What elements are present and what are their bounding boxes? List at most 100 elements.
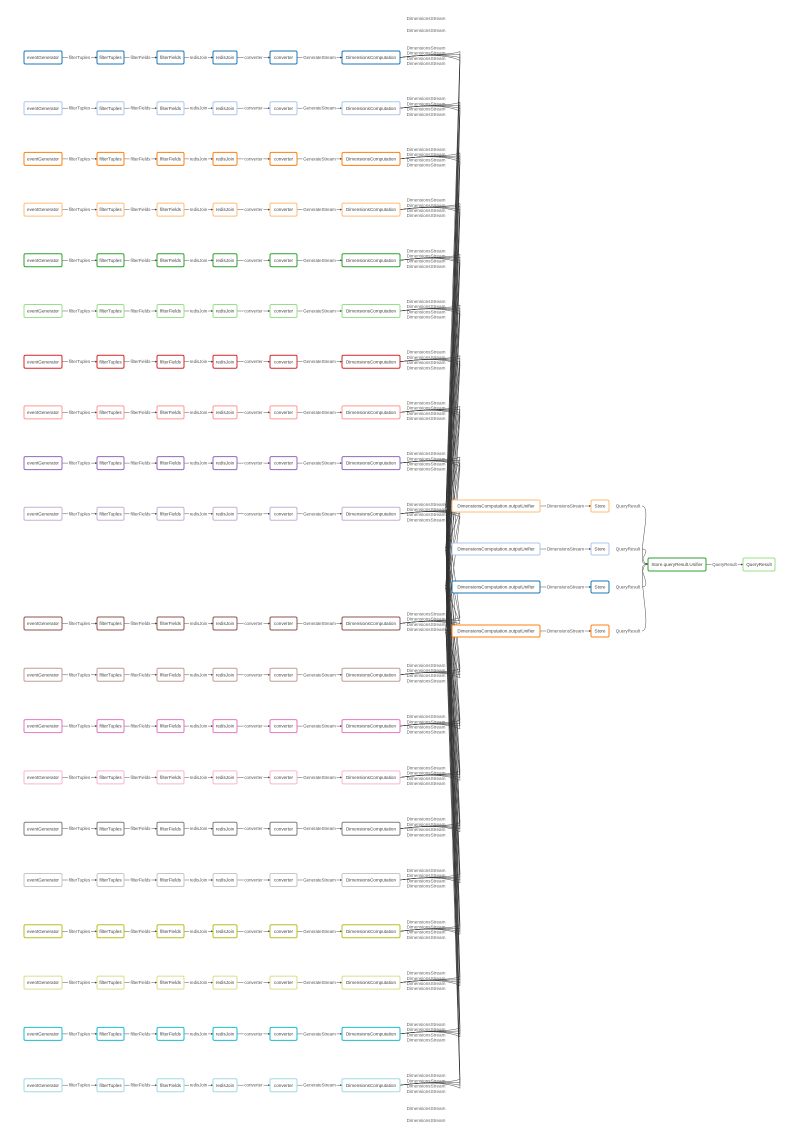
row10-node-0[interactable]: eventGenerator	[23, 506, 63, 521]
row11-node-2[interactable]: filterFields	[156, 616, 185, 631]
row17-node-5[interactable]: DimensionsComputation	[341, 924, 401, 939]
row6-node-1[interactable]: filterTuples	[96, 304, 125, 318]
row11-node-1[interactable]: filterTuples	[96, 616, 125, 631]
row10-node-1[interactable]: filterTuples	[96, 506, 125, 521]
row19-node-5[interactable]: DimensionsComputation	[341, 1026, 401, 1041]
row7-node-5[interactable]: DimensionsComputation	[341, 354, 401, 369]
row16-node-0[interactable]: eventGenerator	[23, 873, 63, 887]
row18-node-3[interactable]: redisJoin	[212, 975, 238, 990]
row8-node-5[interactable]: DimensionsComputation	[341, 405, 401, 420]
row12-node-1[interactable]: filterTuples	[96, 667, 125, 682]
row20-node-1[interactable]: filterTuples	[96, 1078, 125, 1093]
row8-node-4[interactable]: converter	[269, 405, 298, 420]
row10-node-3[interactable]: redisJoin	[212, 506, 238, 521]
result-unifier[interactable]: Store.queryResult.Unifier	[647, 557, 707, 572]
row13-node-3[interactable]: redisJoin	[212, 719, 238, 734]
row12-node-5[interactable]: DimensionsComputation	[341, 667, 401, 682]
row12-node-2[interactable]: filterFields	[156, 667, 185, 682]
row4-node-5[interactable]: DimensionsComputation	[341, 202, 401, 217]
row20-node-2[interactable]: filterFields	[156, 1078, 185, 1093]
row20-node-5[interactable]: DimensionsComputation	[341, 1078, 401, 1093]
row5-node-1[interactable]: filterTuples	[96, 253, 125, 268]
row11-node-3[interactable]: redisJoin	[212, 616, 238, 631]
row4-node-2[interactable]: filterFields	[156, 202, 185, 217]
row5-node-4[interactable]: converter	[269, 253, 298, 268]
row9-node-1[interactable]: filterTuples	[96, 456, 125, 471]
row19-node-1[interactable]: filterTuples	[96, 1026, 125, 1041]
row13-node-1[interactable]: filterTuples	[96, 719, 125, 734]
query-result[interactable]: QueryResult	[742, 557, 776, 572]
row20-node-3[interactable]: redisJoin	[212, 1078, 238, 1093]
row14-node-1[interactable]: filterTuples	[96, 770, 125, 785]
row9-node-2[interactable]: filterFields	[156, 456, 185, 471]
row6-node-5[interactable]: DimensionsComputation	[341, 304, 401, 318]
row2-node-1[interactable]: filterTuples	[96, 101, 125, 116]
row3-node-1[interactable]: filterTuples	[96, 151, 125, 166]
row4-node-1[interactable]: filterTuples	[96, 202, 125, 217]
row8-node-0[interactable]: eventGenerator	[23, 405, 63, 420]
row19-node-3[interactable]: redisJoin	[212, 1026, 238, 1041]
row7-node-3[interactable]: redisJoin	[212, 354, 238, 369]
output-unifier-1[interactable]: DimensionsComputation.outputUnifier	[451, 499, 541, 513]
row13-node-0[interactable]: eventGenerator	[23, 719, 63, 734]
row15-node-3[interactable]: redisJoin	[212, 821, 238, 836]
row17-node-4[interactable]: converter	[269, 924, 298, 939]
output-unifier-2[interactable]: DimensionsComputation.outputUnifier	[451, 542, 541, 556]
row11-node-5[interactable]: DimensionsComputation	[341, 616, 401, 631]
row4-node-4[interactable]: converter	[269, 202, 298, 217]
row18-node-5[interactable]: DimensionsComputation	[341, 975, 401, 990]
row6-node-3[interactable]: redisJoin	[212, 304, 238, 318]
store-1[interactable]: Store	[590, 499, 610, 513]
row18-node-1[interactable]: filterTuples	[96, 975, 125, 990]
row9-node-3[interactable]: redisJoin	[212, 456, 238, 471]
row16-node-3[interactable]: redisJoin	[212, 873, 238, 887]
row2-node-2[interactable]: filterFields	[156, 101, 185, 116]
row3-node-4[interactable]: converter	[269, 151, 298, 166]
row13-node-5[interactable]: DimensionsComputation	[341, 719, 401, 734]
store-2[interactable]: Store	[590, 542, 610, 556]
row4-node-0[interactable]: eventGenerator	[23, 202, 63, 217]
row18-node-4[interactable]: converter	[269, 975, 298, 990]
row16-node-1[interactable]: filterTuples	[96, 873, 125, 887]
row16-node-5[interactable]: DimensionsComputation	[341, 873, 401, 887]
row12-node-3[interactable]: redisJoin	[212, 667, 238, 682]
row16-node-2[interactable]: filterFields	[156, 873, 185, 887]
row14-node-3[interactable]: redisJoin	[212, 770, 238, 785]
row19-node-0[interactable]: eventGenerator	[23, 1026, 63, 1041]
row19-node-4[interactable]: converter	[269, 1026, 298, 1041]
row12-node-4[interactable]: converter	[269, 667, 298, 682]
row7-node-2[interactable]: filterFields	[156, 354, 185, 369]
row18-node-0[interactable]: eventGenerator	[23, 975, 63, 990]
row5-node-0[interactable]: eventGenerator	[23, 253, 63, 268]
row13-node-2[interactable]: filterFields	[156, 719, 185, 734]
row20-node-0[interactable]: eventGenerator	[23, 1078, 63, 1093]
row14-node-5[interactable]: DimensionsComputation	[341, 770, 401, 785]
row1-node-4[interactable]: converter	[269, 50, 298, 65]
row14-node-4[interactable]: converter	[269, 770, 298, 785]
row15-node-5[interactable]: DimensionsComputation	[341, 821, 401, 836]
row11-node-0[interactable]: eventGenerator	[23, 616, 63, 631]
output-unifier-4[interactable]: DimensionsComputation.outputUnifier	[451, 624, 541, 638]
row2-node-5[interactable]: DimensionsComputation	[341, 101, 401, 116]
row19-node-2[interactable]: filterFields	[156, 1026, 185, 1041]
row14-node-2[interactable]: filterFields	[156, 770, 185, 785]
row3-node-0[interactable]: eventGenerator	[23, 151, 63, 166]
row7-node-0[interactable]: eventGenerator	[23, 354, 63, 369]
row20-node-4[interactable]: converter	[269, 1078, 298, 1093]
row1-node-0[interactable]: eventGenerator	[23, 50, 63, 65]
row10-node-2[interactable]: filterFields	[156, 506, 185, 521]
row7-node-4[interactable]: converter	[269, 354, 298, 369]
row15-node-4[interactable]: converter	[269, 821, 298, 836]
row2-node-0[interactable]: eventGenerator	[23, 101, 63, 116]
row6-node-4[interactable]: converter	[269, 304, 298, 318]
row15-node-2[interactable]: filterFields	[156, 821, 185, 836]
row13-node-4[interactable]: converter	[269, 719, 298, 734]
row6-node-0[interactable]: eventGenerator	[23, 304, 63, 318]
row10-node-5[interactable]: DimensionsComputation	[341, 506, 401, 521]
row14-node-0[interactable]: eventGenerator	[23, 770, 63, 785]
row3-node-5[interactable]: DimensionsComputation	[341, 151, 401, 166]
row4-node-3[interactable]: redisJoin	[212, 202, 238, 217]
store-3[interactable]: Store	[590, 580, 610, 594]
row9-node-5[interactable]: DimensionsComputation	[341, 456, 401, 471]
row8-node-1[interactable]: filterTuples	[96, 405, 125, 420]
